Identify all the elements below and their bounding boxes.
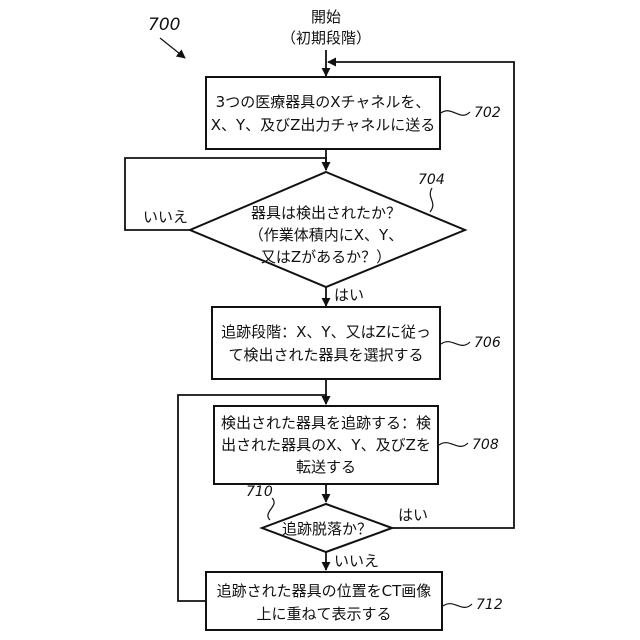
ref-704: 704 [418,172,445,188]
process-708-line-3: 転送する [296,458,356,476]
process-708-line-2: 出された器具のX、Y、及びZを [221,436,431,454]
ref-708-leader [439,443,468,447]
process-702-line-2: X、Y、及びZ出力チャネルに送る [211,116,436,134]
process-706-line-2: て検出された器具を選択する [228,346,423,364]
ref-702: 702 [474,105,501,121]
decision-710-line-1: 追跡脱落か？ [282,520,372,538]
decision-704-line-1: 器具は検出されたか？ [251,204,401,222]
ref-706: 706 [474,335,501,351]
ref-710-leader [268,498,274,520]
ref-710: 710 [246,484,273,500]
process-702-line-1: 3つの医療器具のXチャネルを、 [216,93,431,111]
decision-704-yes-label: はい [334,286,364,304]
ref-702-leader [441,111,470,115]
process-708-line-1: 検出された器具を追跡する：検 [221,414,431,432]
ref-706-leader [441,342,470,346]
figure-pointer-arrow [160,38,185,58]
process-712-line-1: 追跡された器具の位置をCT画像 [217,582,432,600]
decision-710-no-label: いいえ [334,552,379,570]
figure-number: 700 [148,15,180,35]
decision-704-no-label: いいえ [143,208,188,226]
decision-704-line-2: （作業体積内にX、Y、 [249,226,403,244]
process-712-line-2: 上に重ねて表示する [256,605,391,623]
start-sublabel: （初期段階） [281,29,371,47]
ref-708: 708 [472,437,499,453]
ref-704-leader [430,188,433,212]
process-box-706 [212,307,440,379]
start-label: 開始 [311,8,341,26]
process-706-line-1: 追跡段階：X、Y、又はZに従っ [221,323,431,341]
decision-704-line-3: 又はZがあるか？） [261,248,391,266]
ref-712: 712 [476,597,503,613]
ref-712-leader [443,604,472,608]
process-box-702 [206,77,440,149]
decision-710-yes-label: はい [398,506,428,524]
